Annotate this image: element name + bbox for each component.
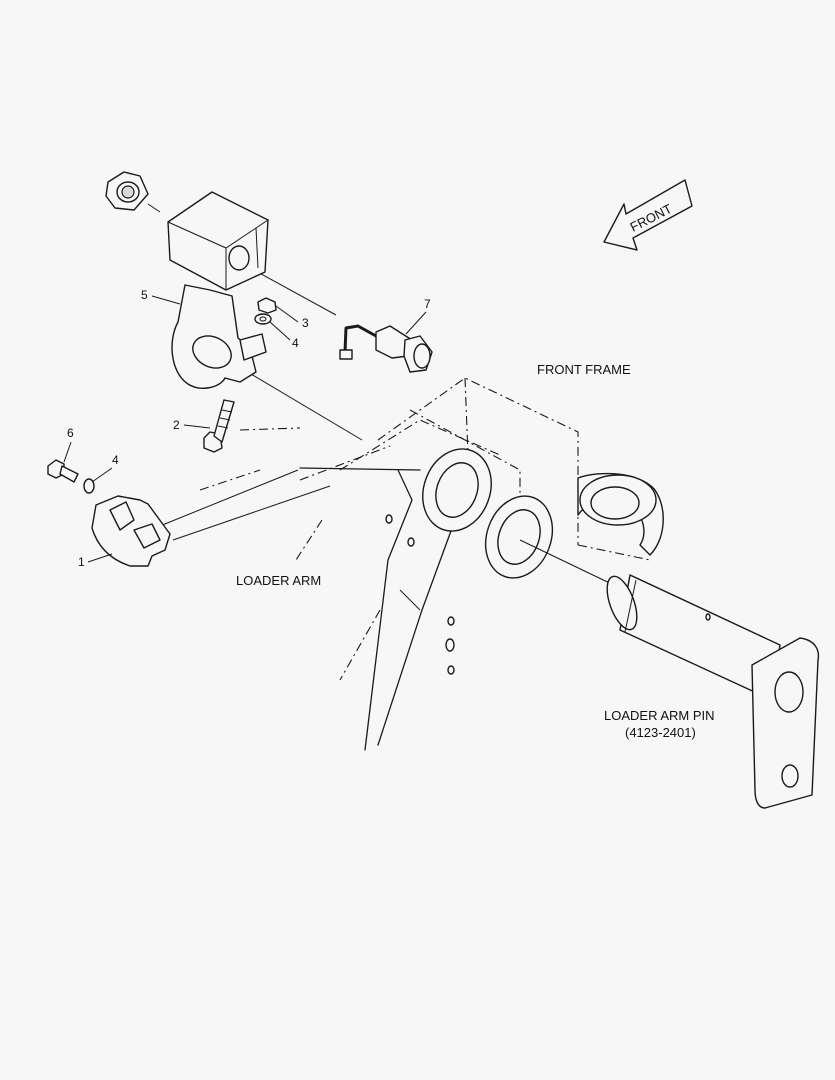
bolt-part-6 [47,459,79,483]
callout-2-number: 2 [173,418,180,432]
callout-5-number: 5 [141,288,148,302]
frame-boss-left [422,448,492,532]
callout-3: 3 [275,305,309,330]
loader-arm [295,467,456,751]
callout-4-lower-number: 4 [112,453,119,467]
bracket-part-5 [171,284,267,389]
frame-boss-right [484,495,554,579]
loader-arm-label: LOADER ARM [236,573,321,588]
front-frame-label: FRONT FRAME [537,362,631,377]
washer-part-4-lower [83,478,95,494]
switch-cover [167,191,269,291]
callout-3-number: 3 [302,316,309,330]
callout-2: 2 [173,418,211,432]
front-frame-outline [199,377,651,561]
bolt-part-2 [203,399,235,453]
front-direction-arrow: FRONT [603,179,693,251]
callout-1-number: 1 [78,555,85,569]
callout-6: 6 [63,426,74,463]
nut-part [105,171,161,213]
frame-pivot-ring [577,472,664,556]
callout-7: 7 [405,297,431,335]
callout-4-lower: 4 [91,453,119,483]
loader-arm-pin-ref: (4123-2401) [625,725,696,740]
washer-part-4-upper [254,313,272,325]
plate-part-1 [91,495,171,567]
callout-7-number: 7 [424,297,431,311]
loader-arm-pin [519,539,820,809]
loader-arm-pin-label: LOADER ARM PIN [604,708,715,723]
proximity-switch-part-7 [339,324,433,373]
callout-4-upper-number: 4 [292,336,299,350]
callout-5: 5 [141,288,181,305]
callout-6-number: 6 [67,426,74,440]
nut-part-3 [257,297,277,314]
callout-4-upper: 4 [269,321,299,350]
callout-1: 1 [78,553,113,569]
